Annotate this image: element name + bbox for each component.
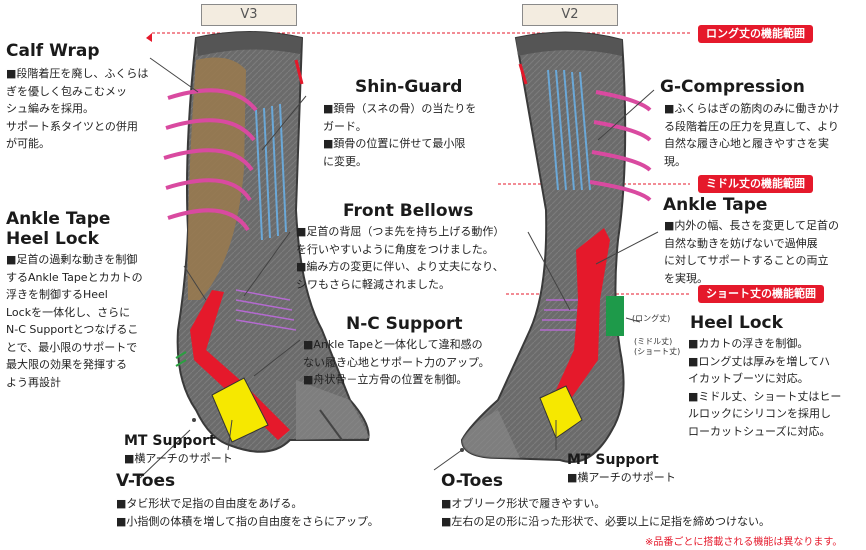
g-compression-title: G-Compression (660, 77, 805, 97)
badge-middle-range: ミドル丈の機能範囲 (698, 175, 813, 193)
mt-support-left-title: MT Support (124, 433, 216, 449)
o-toes-title: O-Toes (441, 471, 503, 491)
heel-label-long: (ロング丈) (632, 314, 671, 323)
v-toes-title: V-Toes (116, 471, 176, 491)
footnote: ※品番ごとに搭載される機能は異なります。 (645, 537, 843, 548)
badge-long-range: ロング丈の機能範囲 (698, 25, 813, 43)
heel-label-middle: (ミドル丈) (634, 337, 673, 346)
calf-wrap-text: ■段階着圧を廃し、ふくらはぎを優しく包みこむメッシュ編みを採用。サポート系タイツ… (6, 67, 149, 150)
front-bellows-title: Front Bellows (343, 201, 474, 221)
heel-label-short: (ショート丈) (634, 347, 681, 356)
mt-support-right-title: MT Support (567, 452, 659, 468)
ankle-tape-right-text: ■内外の幅、長さを変更して足首の自然な動きを妨げないで過伸展に対してサポートする… (664, 219, 840, 285)
o-toes-text: ■オブリーク形状で履きやすい。■左右の足の形に沿った形状で、必要以上に足指を締め… (441, 497, 770, 528)
calf-wrap-title: Calf Wrap (6, 41, 100, 61)
version-tab-v3: V3 (201, 4, 297, 26)
ankle-tape-left-title: Ankle Tape (6, 209, 111, 229)
ankle-heel-left-text: ■足首の過剰な動きを制御するAnkle Tapeとカカトの浮きを制御するHeel… (6, 253, 143, 389)
g-compression-text: ■ふくらはぎの筋肉のみに働きかける段階着圧の圧力を見直して、より自然な履き心地と… (664, 102, 840, 168)
ankle-tape-right-title: Ankle Tape (663, 195, 768, 215)
range-arrow-long (146, 33, 152, 42)
right-sock-v2 (460, 31, 652, 463)
shin-guard-text: ■頚骨（スネの骨）の当たりをガード。■頚骨の位置に併せて最小限に変更。 (323, 102, 477, 168)
v-toes-text: ■タビ形状で足指の自由度をあげる。■小指側の体積を増して指の自由度をさらにアップ… (116, 497, 379, 528)
left-sock-v3 (163, 31, 370, 453)
mt-support-right-text: ■横アーチのサポート (567, 471, 676, 484)
nc-support-text: ■Ankle Tapeと一体化して違和感のない履き心地とサポート力のアップ。■舟… (303, 338, 490, 386)
front-bellows-text: ■足首の背屈（つま先を持ち上げる動作）を行いやすいように角度をつけました。■編み… (296, 225, 505, 291)
badge-short-range: ショート丈の機能範囲 (698, 285, 824, 303)
version-tab-v2: V2 (522, 4, 618, 26)
heel-lock-right-text: ■カカトの浮きを制御。■ロング丈は厚みを増してハイカットブーツに対応。■ミドル丈… (688, 337, 842, 438)
heel-lock-right-title: Heel Lock (690, 313, 783, 333)
shin-guard-title: Shin-Guard (355, 77, 463, 97)
mt-support-left-text: ■横アーチのサポート (124, 452, 233, 465)
heel-lock-left-title: Heel Lock (6, 229, 99, 249)
nc-support-title: N-C Support (346, 314, 463, 334)
